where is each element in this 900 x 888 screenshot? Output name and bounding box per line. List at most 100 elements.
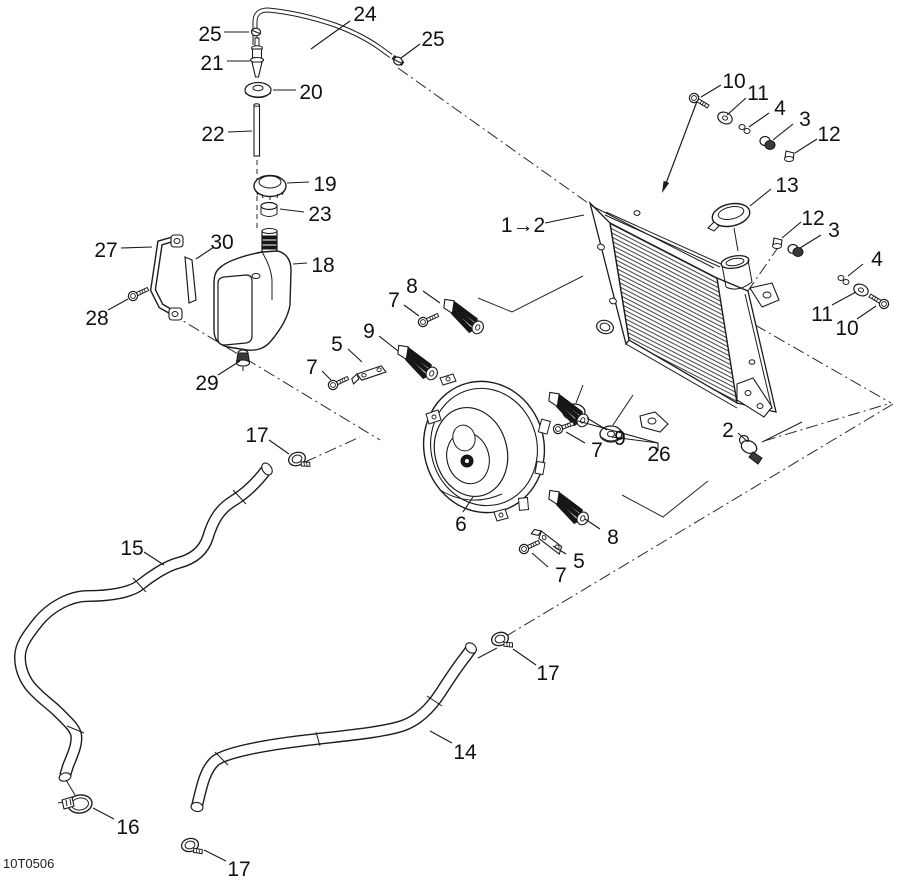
leader-line-17a bbox=[268, 439, 290, 455]
callout-22: 22 bbox=[201, 123, 224, 146]
hose-clamp-25-left bbox=[250, 27, 262, 37]
callout-30: 30 bbox=[210, 231, 233, 254]
leader-line-7b bbox=[321, 370, 332, 381]
nut-29 bbox=[235, 349, 251, 371]
callout-10a: 10 bbox=[722, 70, 745, 93]
leader-line-26 bbox=[611, 436, 659, 444]
reservoir-cap-19 bbox=[253, 174, 287, 200]
leader-line-17b bbox=[203, 849, 227, 862]
radiator-filler-neck bbox=[720, 254, 753, 290]
spacer-4-upper bbox=[738, 124, 746, 130]
leader-line-27 bbox=[120, 246, 153, 249]
callout-14: 14 bbox=[453, 741, 477, 764]
tube-22 bbox=[253, 103, 261, 157]
leader-line-14 bbox=[429, 730, 453, 744]
bolt-10-right bbox=[866, 290, 891, 311]
callout-5a: 5 bbox=[331, 333, 343, 356]
callout-11a: 11 bbox=[747, 82, 769, 105]
leader-line-13 bbox=[749, 188, 772, 207]
hose-to-clamp-line bbox=[65, 779, 76, 796]
seal-23 bbox=[260, 201, 278, 217]
leader-line-12a bbox=[794, 138, 818, 154]
callout-11b: 11 bbox=[811, 303, 833, 326]
callout-12a: 12 bbox=[817, 123, 840, 146]
callout-9a: 9 bbox=[363, 320, 375, 343]
callout-15: 15 bbox=[120, 537, 143, 560]
leader-line-4b bbox=[847, 263, 864, 277]
leader-line-16 bbox=[92, 807, 115, 820]
leader-line-28 bbox=[107, 298, 129, 311]
callout-29: 29 bbox=[195, 372, 218, 395]
leader-line-7d bbox=[531, 552, 549, 568]
spacer-4-right bbox=[837, 275, 845, 281]
bracket-5-upper bbox=[351, 364, 387, 386]
callout-19: 19 bbox=[313, 173, 336, 196]
drain-plug-2 bbox=[738, 421, 803, 465]
leader-line-18 bbox=[292, 262, 308, 265]
callout-8b: 8 bbox=[607, 526, 619, 549]
pressure-cap-13 bbox=[707, 202, 751, 252]
coolant-hose-14 bbox=[190, 642, 477, 813]
radiator-1-2 bbox=[588, 200, 780, 433]
leader-line-8b bbox=[584, 518, 601, 530]
callout-4a: 4 bbox=[774, 97, 786, 120]
leader-line-23 bbox=[279, 208, 305, 213]
leader-line-12b bbox=[781, 221, 802, 239]
bolt-7-upper bbox=[416, 310, 441, 329]
leader-line-17c bbox=[512, 648, 537, 666]
callout-17c: 17 bbox=[536, 662, 559, 685]
radiator-foot bbox=[639, 411, 669, 433]
leader-line-3b bbox=[799, 234, 822, 249]
leader-line-29 bbox=[217, 360, 241, 376]
callout-16: 16 bbox=[116, 816, 139, 839]
hose-clamp-25-right bbox=[392, 56, 404, 66]
leader-line-2 bbox=[737, 432, 749, 443]
leader-line-25b bbox=[400, 43, 421, 59]
leader-line-19 bbox=[286, 181, 310, 184]
fastener-stack-upper-right bbox=[687, 91, 795, 162]
coolant-tank-18 bbox=[213, 228, 292, 351]
leader-line-9a bbox=[378, 335, 399, 352]
clamp-to-hose-line bbox=[477, 647, 498, 659]
leader-line-11b bbox=[831, 291, 857, 306]
radiator-bottom-bracket bbox=[736, 377, 773, 418]
construction-lines bbox=[169, 67, 894, 642]
callout-26: 26 bbox=[647, 443, 670, 466]
leader-line-15 bbox=[143, 551, 165, 566]
callout-21: 21 bbox=[200, 52, 223, 75]
hose-clamp-17-mid bbox=[489, 629, 515, 653]
leader-line-7c bbox=[565, 431, 586, 444]
rubber-mount-9-upper bbox=[389, 342, 444, 385]
leader-line-5a bbox=[347, 348, 363, 363]
leader-line-3a bbox=[772, 123, 794, 141]
rubber-mount-8-lower bbox=[540, 487, 595, 530]
callout-7a: 7 bbox=[388, 289, 400, 312]
leader-line-6 bbox=[462, 496, 474, 513]
bolt-28 bbox=[126, 284, 151, 303]
gear-clamp-16 bbox=[57, 794, 93, 814]
leader-line-22 bbox=[227, 130, 253, 133]
coolant-hose-15 bbox=[13, 462, 273, 782]
callout-12b: 12 bbox=[801, 207, 824, 230]
leader-line-10b bbox=[856, 305, 877, 320]
callout-6: 6 bbox=[455, 513, 467, 536]
callout-10b: 10 bbox=[835, 317, 858, 340]
callout-24: 24 bbox=[353, 3, 377, 26]
fastener-stack-right bbox=[772, 237, 891, 311]
callout-7b: 7 bbox=[306, 356, 318, 379]
callout-13: 13 bbox=[775, 174, 798, 197]
callout-23: 23 bbox=[308, 203, 331, 226]
foam-strip-30 bbox=[184, 256, 197, 304]
leader-line-24 bbox=[310, 20, 351, 50]
fan-shroud-6 bbox=[422, 373, 551, 522]
callout-3a: 3 bbox=[799, 108, 811, 131]
leader-line-10a bbox=[700, 84, 722, 98]
leader-line-9b bbox=[586, 417, 608, 431]
callout-7d: 7 bbox=[555, 564, 567, 587]
callout-8a: 8 bbox=[406, 275, 418, 298]
assembly-arrow bbox=[662, 95, 700, 193]
callout-27: 27 bbox=[94, 239, 117, 262]
callout-17b: 17 bbox=[227, 858, 250, 881]
